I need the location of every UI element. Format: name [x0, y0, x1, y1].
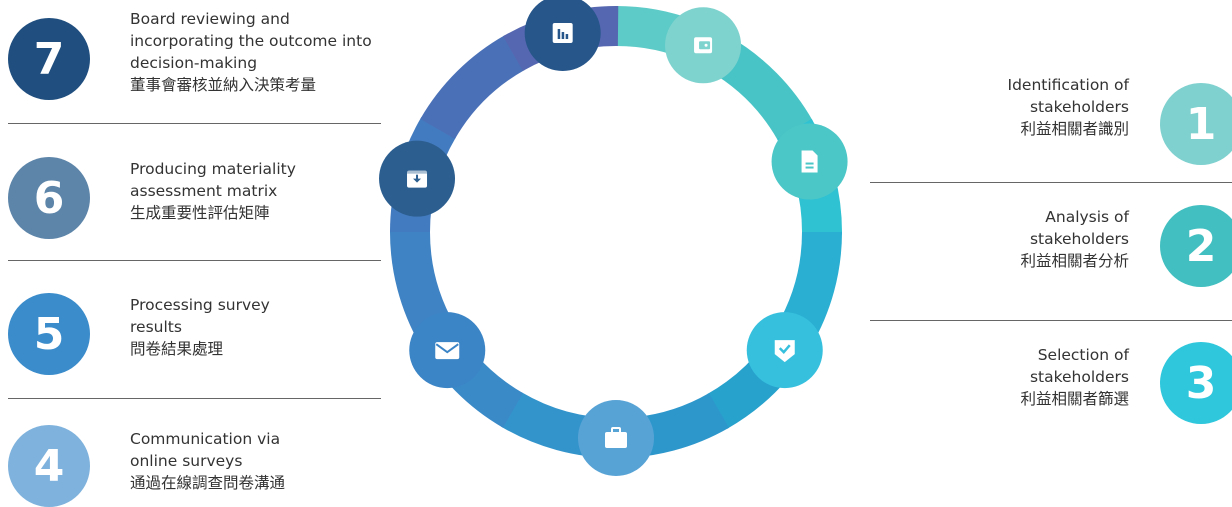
- divider-right-1: [870, 182, 1232, 183]
- divider-right-2: [870, 320, 1232, 321]
- step-4-title-zh: 通過在線調查問卷溝通: [130, 474, 286, 492]
- step-3-number: 3: [1160, 342, 1232, 424]
- step-4: 4 Communication via online surveys 通過在線調…: [8, 410, 408, 507]
- step-3-title-zh: 利益相關者篩選: [1020, 390, 1129, 408]
- step-3-title-line-2: stakeholders: [1029, 368, 1129, 386]
- step-1: Identification of stakeholders 利益相關者識別 1: [870, 60, 1232, 170]
- document-icon: [771, 123, 848, 200]
- step-6-title-zh: 生成重要性評估矩陣: [130, 204, 270, 222]
- step-4-title-line-1: Communication via: [130, 430, 281, 448]
- step-5: 5 Processing survey results 問卷結果處理: [8, 280, 408, 380]
- download-box-icon: [379, 140, 456, 217]
- step-6-number: 6: [8, 157, 90, 239]
- ring-segment: [420, 35, 525, 139]
- step-1-title-line-2: stakeholders: [1029, 98, 1129, 116]
- step-6: 6 Producing materiality assessment matri…: [8, 140, 408, 240]
- step-7-title-line-3: decision-making: [130, 54, 258, 72]
- step-7-number: 7: [8, 18, 90, 100]
- envelope-icon: [409, 312, 486, 389]
- step-5-title-line-1: Processing survey: [130, 296, 270, 314]
- step-2-title-line-2: stakeholders: [1029, 230, 1129, 248]
- step-5-number: 5: [8, 293, 90, 375]
- wallet-icon: [665, 7, 742, 84]
- step-2-title-line-1: Analysis of: [1045, 208, 1129, 226]
- step-3-title-line-1: Selection of: [1037, 346, 1129, 364]
- step-6-title-line-2: assessment matrix: [130, 182, 278, 200]
- step-7-title-zh: 董事會審核並納入決策考量: [130, 76, 317, 94]
- step-2: Analysis of stakeholders 利益相關者分析 2: [870, 192, 1232, 302]
- briefcase-icon: [578, 400, 654, 476]
- step-2-text: Analysis of stakeholders 利益相關者分析: [879, 206, 1129, 272]
- divider-left-1: [8, 123, 381, 124]
- divider-left-2: [8, 260, 381, 261]
- check-badge-icon: [746, 312, 823, 389]
- step-7-text: Board reviewing and incorporating the ou…: [130, 8, 372, 96]
- step-1-text: Identification of stakeholders 利益相關者識別: [879, 74, 1130, 140]
- ring-segments: [389, 6, 842, 459]
- divider-left-3: [8, 398, 381, 399]
- step-6-title-line-1: Producing materiality: [130, 160, 296, 178]
- step-4-title-line-2: online surveys: [130, 452, 243, 470]
- ring-icons: [379, 0, 848, 476]
- step-1-title-line-1: Identification of: [1007, 76, 1130, 94]
- step-4-text: Communication via online surveys 通過在線調查問…: [130, 428, 285, 494]
- step-3-text: Selection of stakeholders 利益相關者篩選: [879, 344, 1129, 410]
- bar-chart-icon: [524, 0, 601, 72]
- step-4-number: 4: [8, 425, 90, 507]
- step-2-title-zh: 利益相關者分析: [1020, 252, 1129, 270]
- step-5-title-line-2: results: [130, 318, 182, 336]
- step-2-number: 2: [1160, 205, 1232, 287]
- step-7-title-line-1: Board reviewing and: [130, 10, 290, 28]
- step-6-text: Producing materiality assessment matrix …: [130, 158, 296, 224]
- step-5-title-zh: 問卷結果處理: [130, 340, 224, 358]
- step-3: Selection of stakeholders 利益相關者篩選 3: [870, 332, 1232, 442]
- step-7-title-line-2: incorporating the outcome into: [130, 32, 372, 50]
- step-1-title-zh: 利益相關者識別: [1020, 120, 1129, 138]
- step-7: 7 Board reviewing and incorporating the …: [8, 8, 408, 118]
- step-5-text: Processing survey results 問卷結果處理: [130, 294, 270, 360]
- step-1-number: 1: [1160, 83, 1232, 165]
